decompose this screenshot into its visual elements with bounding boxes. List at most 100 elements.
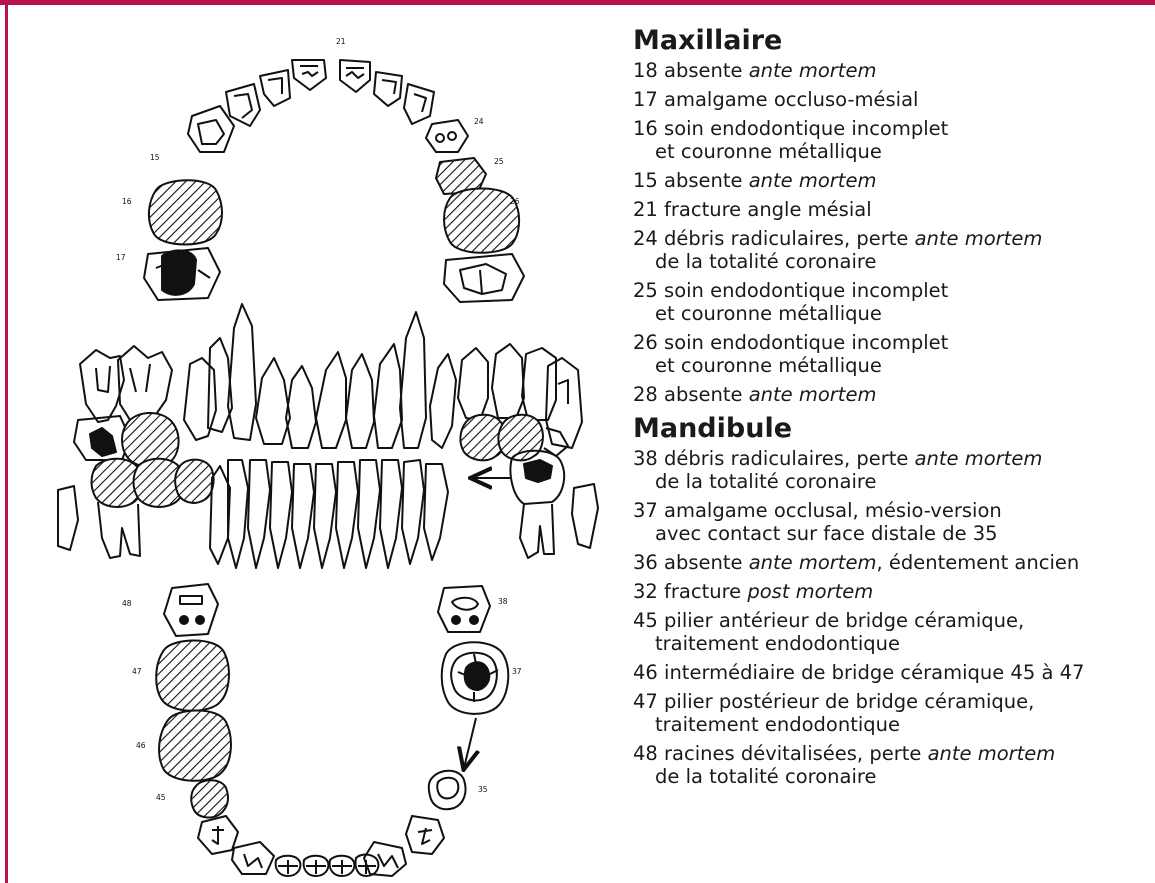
description: fracture angle mésial <box>664 198 872 221</box>
tooth-13 <box>226 84 260 126</box>
tooth-number: 18 <box>633 59 658 82</box>
description-line2: avec contact sur face distale de 35 <box>633 522 1148 545</box>
upper-arch <box>144 60 524 302</box>
arrow-37-to-35 <box>464 718 476 768</box>
legend-item: 38 débris radiculaires, perte ante morte… <box>633 447 1148 493</box>
legend-item: 21 fracture angle mésial <box>633 198 1148 221</box>
legend-item: 28 absente ante mortem <box>633 383 1148 406</box>
lateral-view <box>58 304 598 568</box>
tooth-number: 26 <box>633 331 658 354</box>
description: absente <box>664 169 749 192</box>
description-italic: ante mortem <box>749 59 877 82</box>
description-italic: ante mortem <box>749 383 877 406</box>
label-26: 26 <box>510 197 520 206</box>
label-25: 25 <box>494 157 504 166</box>
description-suffix: , édentement ancien <box>876 551 1079 574</box>
description-line2: de la totalité coronaire <box>633 765 1148 788</box>
tooth-27 <box>444 254 524 302</box>
tooth-46 <box>159 711 231 781</box>
legend-item: 18 absente ante mortem <box>633 59 1148 82</box>
dental-chart: 21 15 16 17 24 25 26 48 47 46 45 38 37 3… <box>12 8 622 878</box>
tooth-number: 16 <box>633 117 658 140</box>
description: absente <box>664 551 749 574</box>
description: absente <box>664 383 749 406</box>
description-italic: ante mortem <box>749 551 877 574</box>
description-line2: traitement endodontique <box>633 713 1148 736</box>
tooth-11 <box>292 60 326 90</box>
tooth-35 <box>429 771 466 810</box>
tooth-number: 15 <box>633 169 658 192</box>
description: fracture <box>664 580 747 603</box>
description-italic: ante mortem <box>749 169 877 192</box>
label-48: 48 <box>122 599 132 608</box>
tooth-number: 24 <box>633 227 658 250</box>
tooth-number: 45 <box>633 609 658 632</box>
legend-item: 24 débris radiculaires, perte ante morte… <box>633 227 1148 273</box>
description-line2: et couronne métallique <box>633 140 1148 163</box>
amalgam-37 <box>465 662 490 690</box>
label-38: 38 <box>498 597 508 606</box>
tooth-47 <box>156 641 229 711</box>
description: débris radiculaires, perte <box>664 227 915 250</box>
description: amalgame occluso-mésial <box>664 88 918 111</box>
description-line2: et couronne métallique <box>633 302 1148 325</box>
description: soin endodontique incomplet <box>664 279 948 302</box>
description: pilier postérieur de bridge céramique, <box>664 690 1034 713</box>
description-italic: ante mortem <box>915 447 1043 470</box>
label-24: 24 <box>474 117 484 126</box>
tooth-number: 21 <box>633 198 658 221</box>
description: absente <box>664 59 749 82</box>
tooth-number: 37 <box>633 499 658 522</box>
mandibule-list: 38 débris radiculaires, perte ante morte… <box>633 447 1148 788</box>
description: soin endodontique incomplet <box>664 331 948 354</box>
description: intermédiaire de bridge céramique 45 à 4… <box>664 661 1084 684</box>
label-21: 21 <box>336 37 346 46</box>
label-35: 35 <box>478 785 488 794</box>
description: soin endodontique incomplet <box>664 117 948 140</box>
tooth-33 <box>364 842 406 876</box>
lower-arch <box>156 584 508 876</box>
description: débris radiculaires, perte <box>664 447 915 470</box>
tooth-number: 48 <box>633 742 658 765</box>
crown-45-lateral <box>175 460 213 503</box>
section-title-maxillaire: Maxillaire <box>633 24 1148 57</box>
description-italic: ante mortem <box>915 227 1043 250</box>
tooth-number: 28 <box>633 383 658 406</box>
tooth-16 <box>149 180 222 244</box>
tooth-45 <box>191 780 228 817</box>
tooth-number: 47 <box>633 690 658 713</box>
legend-item: 45 pilier antérieur de bridge céramique,… <box>633 609 1148 655</box>
section-title-mandibule: Mandibule <box>633 412 1148 445</box>
amalgam-37-lateral <box>524 460 552 482</box>
label-16: 16 <box>122 197 132 206</box>
tooth-number: 25 <box>633 279 658 302</box>
tooth-48 <box>164 584 218 636</box>
tooth-number: 36 <box>633 551 658 574</box>
legend-item: 32 fracture post mortem <box>633 580 1148 603</box>
legend-item: 48 racines dévitalisées, perte ante mort… <box>633 742 1148 788</box>
description: racines dévitalisées, perte <box>664 742 928 765</box>
label-45: 45 <box>156 793 166 802</box>
amalgam-17-lateral <box>90 428 116 456</box>
tooth-43 <box>232 842 274 874</box>
amalgam-17 <box>162 250 196 294</box>
description-italic: post mortem <box>747 580 873 603</box>
tooth-number: 46 <box>633 661 658 684</box>
legend-item: 47 pilier postérieur de bridge céramique… <box>633 690 1148 736</box>
description-line2: traitement endodontique <box>633 632 1148 655</box>
frame-left-border <box>5 0 8 883</box>
description: amalgame occlusal, mésio-version <box>664 499 1002 522</box>
label-46: 46 <box>136 741 146 750</box>
description-line2: de la totalité coronaire <box>633 470 1148 493</box>
tooth-number: 38 <box>633 447 658 470</box>
tooth-number: 32 <box>633 580 658 603</box>
label-37: 37 <box>512 667 522 676</box>
description: pilier antérieur de bridge céramique, <box>664 609 1024 632</box>
tooth-14 <box>188 106 234 152</box>
tooth-22 <box>374 72 402 106</box>
description-line2: et couronne métallique <box>633 354 1148 377</box>
legend-item: 16 soin endodontique incompletet couronn… <box>633 117 1148 163</box>
legend-item: 36 absente ante mortem, édentement ancie… <box>633 551 1148 574</box>
